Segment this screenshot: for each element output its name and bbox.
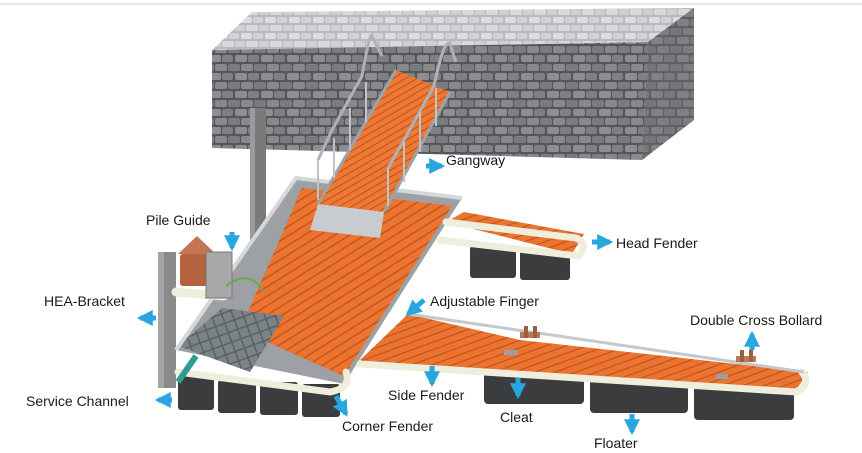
gangway-label: Gangway [446, 152, 506, 168]
pile-guide-label: Pile Guide [146, 212, 211, 228]
service-channel-pipe [175, 354, 199, 384]
corner-fender-shape [174, 368, 351, 396]
service-grating [178, 308, 284, 372]
gangway-shape [310, 33, 458, 238]
head-fender [436, 218, 587, 260]
floaters-main [178, 376, 340, 417]
corner-fender-arrow [332, 394, 349, 417]
finger-deck [360, 314, 808, 390]
service-channel-label: Service Channel [26, 393, 129, 409]
double-cross-bollard-label: Double Cross Bollard [690, 312, 823, 328]
callout-arrows [136, 157, 761, 436]
corner-fender-label: Corner Fender [342, 418, 434, 434]
cleat-label: Cleat [500, 409, 533, 425]
cleat-shapes [504, 350, 728, 379]
hea-bracket-label: HEA-Bracket [44, 293, 125, 309]
quay-wall [212, 8, 694, 160]
floaters-head [470, 246, 570, 280]
finger-side-fender [356, 360, 810, 396]
main-deck [240, 188, 452, 376]
adjustable-finger-label: Adjustable Finger [430, 293, 539, 309]
head-fender-label: Head Fender [616, 235, 698, 251]
side-fender-label: Side Fender [388, 387, 465, 403]
adjustable-finger-arrow [405, 298, 426, 317]
bollard-shapes [520, 326, 756, 362]
floater-label: Floater [594, 435, 638, 451]
pile-guide-shape [178, 236, 265, 299]
